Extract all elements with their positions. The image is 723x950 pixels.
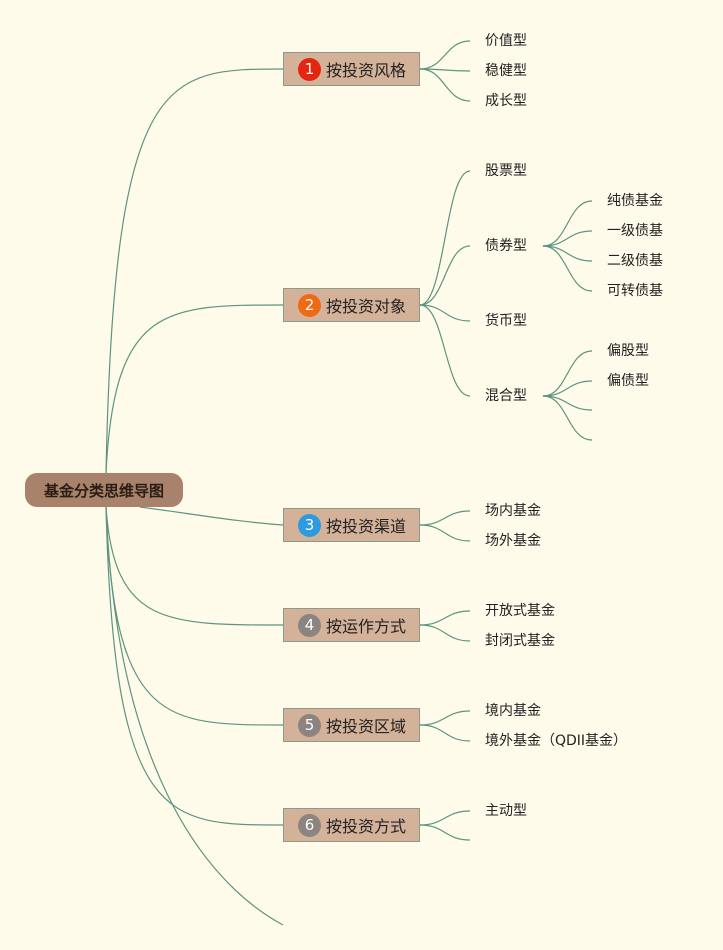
leaf-node[interactable]: 境内基金 — [485, 703, 541, 719]
leaf-node[interactable]: 境外基金（QDII基金） — [485, 733, 628, 749]
leaf-node[interactable]: 封闭式基金 — [485, 633, 555, 649]
leaf-node[interactable]: 股票型 — [485, 163, 527, 179]
branch-connector — [419, 170, 471, 306]
branch-connector — [419, 710, 471, 726]
sub-connector — [542, 395, 593, 441]
leaf-node[interactable]: 场外基金 — [485, 533, 541, 549]
branch-connector — [419, 304, 471, 397]
branch-operation-mode[interactable]: 4 按运作方式 — [283, 608, 420, 642]
root-node[interactable]: 基金分类思维导图 — [25, 473, 183, 507]
branch-label: 按投资区域 — [326, 717, 407, 736]
number-badge-2: 2 — [298, 293, 321, 317]
sub-leaf-node[interactable]: 偏债型 — [607, 373, 649, 389]
branch-investment-region[interactable]: 5 按投资区域 — [283, 708, 420, 742]
sub-connector — [542, 200, 593, 247]
branch-connector — [419, 624, 471, 642]
sub-leaf-node[interactable]: 偏股型 — [607, 343, 649, 359]
leaf-node[interactable]: 债券型 — [485, 238, 527, 254]
branch-connector — [419, 68, 471, 102]
number-badge-3: 3 — [298, 513, 321, 537]
branch-label: 按投资对象 — [326, 297, 407, 316]
branch-connector — [419, 245, 471, 306]
leaf-node[interactable]: 货币型 — [485, 313, 527, 329]
root-connector — [139, 506, 284, 526]
sub-connector — [542, 245, 593, 292]
branch-investment-method[interactable]: 6 按投资方式 — [283, 808, 420, 842]
leaf-node[interactable]: 成长型 — [485, 93, 527, 109]
number-badge-5: 5 — [298, 713, 321, 737]
branch-connector — [419, 510, 471, 526]
branch-investment-style[interactable]: 1 按投资风格 — [283, 52, 420, 86]
leaf-node[interactable]: 稳健型 — [485, 63, 527, 79]
root-connector — [105, 506, 284, 826]
leaf-node[interactable]: 场内基金 — [485, 503, 541, 519]
root-connector — [105, 506, 284, 626]
branch-connector — [419, 824, 471, 841]
leaf-node[interactable]: 开放式基金 — [485, 603, 555, 619]
number-badge-1: 1 — [298, 57, 321, 81]
root-connector — [105, 68, 284, 474]
number-badge-4: 4 — [298, 613, 321, 637]
branch-connector — [419, 810, 471, 826]
number-badge-6: 6 — [298, 813, 321, 837]
leaf-node[interactable]: 价值型 — [485, 33, 527, 49]
sub-connector — [542, 230, 593, 247]
sub-leaf-node[interactable]: 纯债基金 — [607, 193, 663, 209]
branch-investment-object[interactable]: 2 按投资对象 — [283, 288, 420, 322]
branch-connector — [419, 40, 471, 70]
sub-connector — [542, 350, 593, 397]
sub-leaf-node[interactable]: 二级债基 — [607, 253, 663, 269]
branch-investment-channel[interactable]: 3 按投资渠道 — [283, 508, 420, 542]
branch-label: 按投资渠道 — [326, 517, 407, 536]
branch-connector — [419, 304, 471, 322]
branch-label: 按运作方式 — [326, 617, 407, 636]
branch-label: 按投资风格 — [326, 61, 407, 80]
branch-connector — [419, 610, 471, 626]
branch-label: 按投资方式 — [326, 817, 407, 836]
leaf-node[interactable]: 主动型 — [485, 803, 527, 819]
sub-leaf-node[interactable]: 一级债基 — [607, 223, 663, 239]
branch-connector — [419, 724, 471, 742]
sub-connector — [542, 245, 593, 262]
root-connector — [105, 506, 284, 926]
leaf-node[interactable]: 混合型 — [485, 388, 527, 404]
root-connector — [105, 506, 284, 726]
sub-leaf-node[interactable]: 可转债基 — [607, 283, 663, 299]
sub-connector — [542, 380, 593, 397]
root-connector — [105, 304, 284, 474]
branch-connector — [419, 524, 471, 542]
